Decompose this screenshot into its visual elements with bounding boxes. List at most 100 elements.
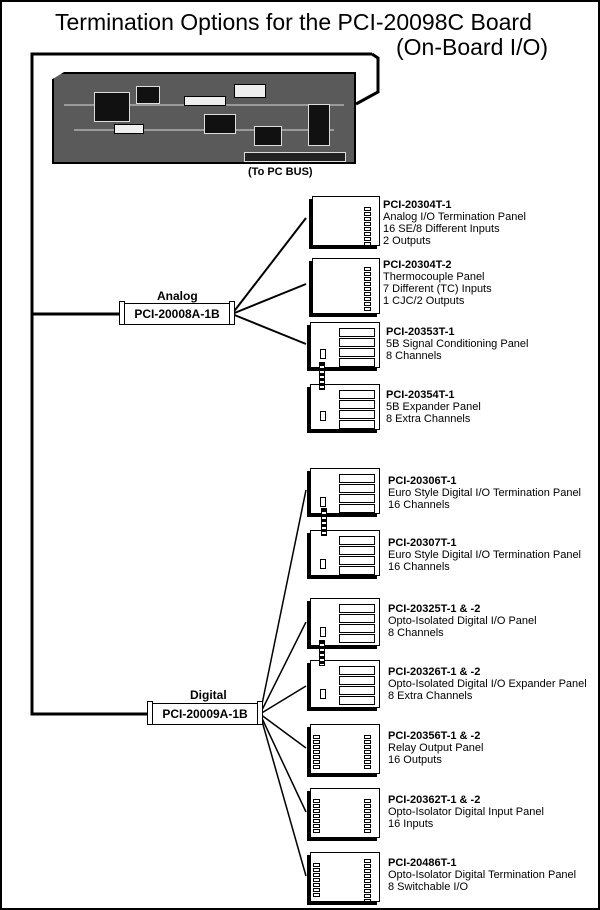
panel-description: PCI-20325T-1 & -2 Opto-Isolated Digital … xyxy=(388,603,537,639)
panel-module-slots xyxy=(339,666,375,706)
panel-desc-line: Opto-Isolator Digital Input Panel xyxy=(388,806,544,818)
board-chip xyxy=(254,126,282,146)
panel-terminal-strip xyxy=(364,207,371,247)
panel-terminal-strip xyxy=(313,863,320,898)
panel-image xyxy=(310,660,380,708)
panel-desc-line: 8 Channels xyxy=(388,627,444,639)
panel-terminal-strip xyxy=(364,799,371,834)
panel-image xyxy=(310,384,380,430)
panel-desc-line: Relay Output Panel xyxy=(388,742,484,754)
panel-desc-line: Opto-Isolator Digital Termination Panel xyxy=(388,869,577,881)
panel-description: PCI-20326T-1 & -2 Opto-Isolated Digital … xyxy=(388,666,587,702)
panel-part-number: PCI-20304T-1 xyxy=(383,199,452,211)
panel-description: PCI-20486T-1 Opto-Isolator Digital Termi… xyxy=(388,857,576,893)
panel-desc-line: 16 Outputs xyxy=(388,754,442,766)
panel-desc-line: 16 Channels xyxy=(388,499,450,511)
panel-connector xyxy=(320,411,326,421)
analog-cable-label: PCI-20008A-1B xyxy=(134,307,220,321)
board-label xyxy=(114,124,144,134)
panel-terminal-strip xyxy=(364,735,371,770)
panel-image xyxy=(310,530,380,576)
panel-connector xyxy=(320,349,326,359)
panel-link-cable xyxy=(319,362,325,390)
panel-part-number: PCI-20353T-1 xyxy=(386,326,455,338)
panel-link-cable xyxy=(319,640,325,666)
panel-desc-line: Opto-Isolated Digital I/O Panel xyxy=(388,615,537,627)
digital-cable: PCI-20009A-1B xyxy=(147,701,263,725)
panel-part-number: PCI-20307T-1 xyxy=(388,537,457,549)
digital-fanout xyxy=(259,489,307,877)
panel-image xyxy=(310,598,380,646)
panel-part-number: PCI-20354T-1 xyxy=(386,389,455,401)
panel-connector xyxy=(320,627,326,637)
panel-desc-line: 5B Signal Conditioning Panel xyxy=(386,338,529,350)
panel-image xyxy=(312,196,380,246)
panel-part-number: PCI-20362T-1 & -2 xyxy=(388,794,481,806)
panel-module-slots xyxy=(339,536,375,576)
panel-desc-line: 1 CJC/2 Outputs xyxy=(383,295,465,307)
panel-image xyxy=(312,258,380,314)
digital-label: Digital xyxy=(190,688,227,702)
board-label xyxy=(234,84,266,98)
panel-image xyxy=(310,724,380,774)
panel-terminal-strip xyxy=(313,735,320,770)
board-label xyxy=(184,96,226,106)
panel-module-slots xyxy=(339,604,375,644)
analog-cable: PCI-20008A-1B xyxy=(119,301,235,325)
panel-desc-line: Analog I/O Termination Panel xyxy=(383,211,526,223)
cable-end xyxy=(119,301,125,325)
panel-connector xyxy=(320,497,326,507)
panel-image xyxy=(310,788,380,838)
board-bracket-line xyxy=(355,52,380,106)
panel-desc-line: Opto-Isolated Digital I/O Expander Panel xyxy=(388,678,587,690)
board-connector xyxy=(308,104,330,146)
panel-desc-line: 7 Different (TC) Inputs xyxy=(383,283,492,295)
digital-cable-label: PCI-20009A-1B xyxy=(162,707,248,721)
panel-image xyxy=(310,322,380,368)
panel-desc-line: Euro Style Digital I/O Termination Panel xyxy=(388,549,581,561)
panel-module-slots xyxy=(339,474,375,514)
pc-bus-edge-connector xyxy=(244,152,346,162)
panel-description: PCI-20307T-1 Euro Style Digital I/O Term… xyxy=(388,537,581,573)
panel-part-number: PCI-20306T-1 xyxy=(388,475,457,487)
panel-desc-line: 8 Channels xyxy=(386,350,442,362)
panel-desc-line: 8 Extra Channels xyxy=(388,690,473,702)
panel-desc-line: 16 SE/8 Different Inputs xyxy=(383,223,500,235)
panel-description: PCI-20306T-1 Euro Style Digital I/O Term… xyxy=(388,475,581,511)
panel-module-slots xyxy=(339,390,375,430)
analog-fanout xyxy=(231,217,307,345)
panel-desc-line: 16 Inputs xyxy=(388,818,434,830)
cable-end xyxy=(257,701,263,725)
board-chip xyxy=(94,92,130,122)
panel-terminal-strip xyxy=(364,267,371,312)
panel-description: PCI-20354T-1 5B Expander Panel 8 Extra C… xyxy=(386,389,481,425)
panel-desc-line: 5B Expander Panel xyxy=(386,401,481,413)
panel-desc-line: 8 Switchable I/O xyxy=(388,881,469,893)
panel-connector xyxy=(320,559,326,569)
panel-terminal-strip xyxy=(313,799,320,834)
panel-connector xyxy=(320,689,326,699)
pc-bus-label: (To PC BUS) xyxy=(248,166,313,178)
panel-description: PCI-20353T-1 5B Signal Conditioning Pane… xyxy=(386,326,529,362)
main-bus-line xyxy=(30,52,372,716)
panel-module-slots xyxy=(339,328,375,368)
board-chip xyxy=(136,86,160,104)
cable-end xyxy=(147,701,153,725)
panel-desc-line: 16 Channels xyxy=(388,561,450,573)
analog-label: Analog xyxy=(157,289,198,303)
title-line-1: Termination Options for the PCI-20098C B… xyxy=(55,9,532,35)
panel-desc-line: 2 Outputs xyxy=(383,235,431,247)
panel-part-number: PCI-20356T-1 & -2 xyxy=(388,730,481,742)
panel-part-number: PCI-20304T-2 xyxy=(383,259,452,271)
title-line-2: (On-Board I/O) xyxy=(396,34,549,60)
panel-description: PCI-20304T-2 Thermocouple Panel 7 Differ… xyxy=(383,259,492,307)
panel-link-cable xyxy=(321,508,327,536)
pci-board-image xyxy=(52,72,356,164)
panel-part-number: PCI-20325T-1 & -2 xyxy=(388,603,481,615)
panel-image xyxy=(310,852,380,903)
panel-description: PCI-20362T-1 & -2 Opto-Isolator Digital … xyxy=(388,794,544,830)
panel-part-number: PCI-20486T-1 xyxy=(388,857,457,869)
